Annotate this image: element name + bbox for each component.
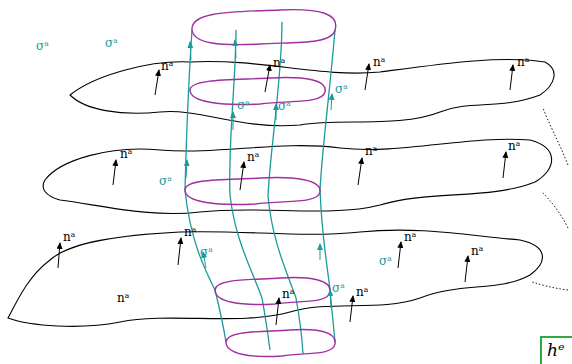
tube-normal-label: σᵃ [236, 99, 251, 111]
tube-normal-label: σᵃ [199, 246, 214, 258]
tube-normal-label: σᵃ [378, 255, 393, 267]
normal-vectors [58, 64, 513, 325]
normal-label: nᵃ [272, 57, 286, 69]
normal-label: nᵃ [119, 148, 133, 160]
normal-label: nᵃ [62, 231, 76, 243]
tube-normal-label: σᵃ [35, 40, 50, 52]
normal-label: nᵃ [470, 245, 484, 257]
spatial-cross-sections [185, 10, 336, 357]
equation-box: hᵉ [540, 336, 572, 364]
normal-label: nᵃ [160, 60, 174, 72]
normal-label: nᵃ [372, 56, 386, 68]
hypersurfaces [8, 59, 554, 326]
tube-normal-vectors [186, 40, 332, 308]
tube-normal-label: σᵃ [104, 37, 119, 49]
pointer-lines [532, 108, 568, 290]
normal-label: nᵃ [355, 286, 369, 298]
normal-label: nᵃ [116, 292, 130, 304]
tube-normal-label: σᵃ [277, 100, 292, 112]
normal-label: nᵃ [364, 145, 378, 157]
tube-normal-label: σᵃ [158, 175, 173, 187]
normal-label: nᵃ [281, 288, 295, 300]
normal-label: nᵃ [183, 226, 197, 238]
normal-label: nᵃ [246, 151, 260, 163]
normal-label: nᵃ [507, 140, 521, 152]
tube-normal-label: σᵃ [334, 83, 349, 95]
normal-label: nᵃ [516, 56, 530, 68]
world-tube-lines [185, 22, 335, 354]
normal-label: nᵃ [403, 231, 417, 243]
tube-normal-label: σᵃ [331, 282, 346, 294]
equation-text: hᵉ [542, 338, 572, 362]
